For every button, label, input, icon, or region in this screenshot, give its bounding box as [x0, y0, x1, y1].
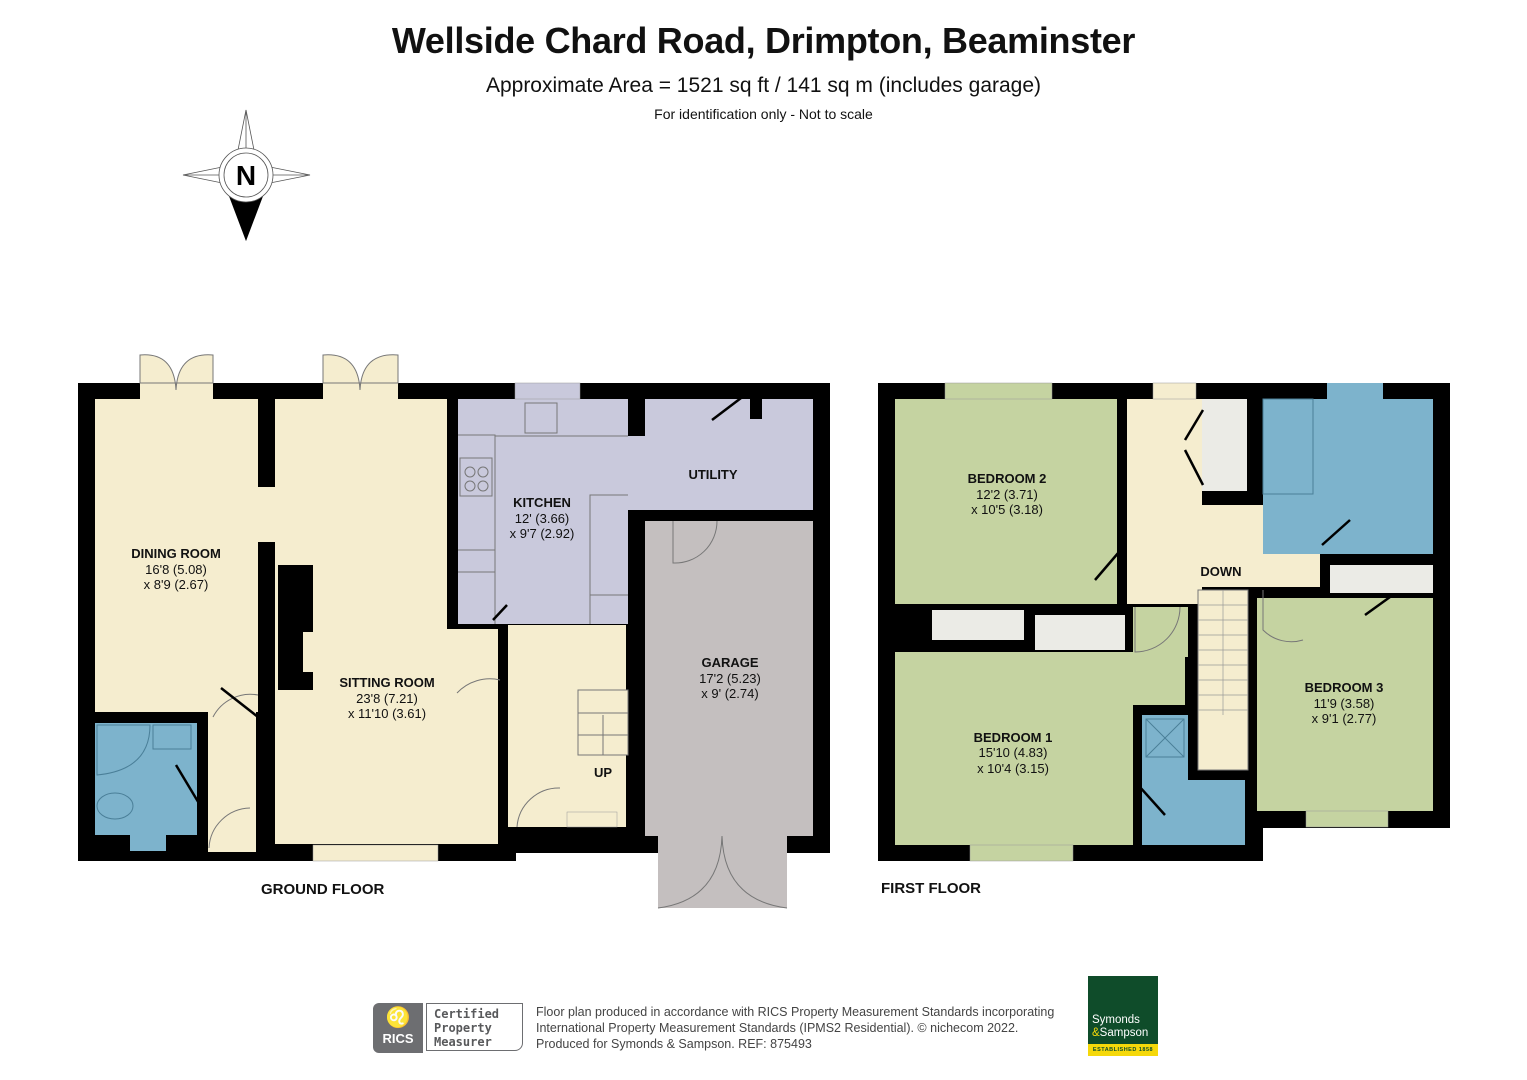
room-label-garage: GARAGE 17'2 (5.23) x 9' (2.74): [699, 655, 761, 701]
disclaimer-text: Floor plan produced in accordance with R…: [536, 1005, 1055, 1051]
svg-text:23'8 (7.21): 23'8 (7.21): [356, 691, 418, 706]
rics-certified-badge: ♌ RICS Certified Property Measurer: [373, 1003, 525, 1053]
svg-text:12'2 (3.71): 12'2 (3.71): [976, 487, 1038, 502]
wardrobe: [1330, 565, 1433, 593]
first-floor-plan: BEDROOM 2 12'2 (3.71) x 10'5 (3.18) BEDR…: [878, 382, 1450, 862]
stairs-up-label: UP: [594, 765, 612, 780]
lion-icon: ♌: [385, 1007, 411, 1029]
svg-text:x 10'5 (3.18): x 10'5 (3.18): [971, 502, 1043, 517]
garage: [645, 521, 813, 836]
ground-floor-wc: [95, 723, 197, 835]
side-hall: [208, 712, 256, 852]
first-floor-label: FIRST FLOOR: [881, 880, 981, 897]
svg-text:N: N: [236, 160, 256, 191]
room-label-utility: UTILITY: [688, 467, 737, 482]
wardrobe: [932, 610, 1024, 640]
svg-text:15'10 (4.83): 15'10 (4.83): [979, 745, 1048, 760]
svg-text:x 11'10 (3.61): x 11'10 (3.61): [348, 706, 426, 721]
svg-text:x 9' (2.74): x 9' (2.74): [701, 686, 758, 701]
wardrobe: [1035, 615, 1125, 650]
rics-logo: ♌ RICS: [373, 1003, 423, 1053]
bedroom-2: [895, 399, 1117, 604]
svg-text:x 10'4 (3.15): x 10'4 (3.15): [977, 761, 1049, 776]
svg-text:BEDROOM 2: BEDROOM 2: [968, 471, 1047, 486]
svg-text:16'8 (5.08): 16'8 (5.08): [145, 562, 207, 577]
symonds-sampson-logo: Symonds &Sampson ESTABLISHED 1858: [1088, 976, 1158, 1056]
svg-text:DINING ROOM: DINING ROOM: [131, 546, 221, 561]
approximate-area: Approximate Area = 1521 sq ft / 141 sq m…: [485, 74, 1042, 97]
svg-text:BEDROOM 3: BEDROOM 3: [1305, 680, 1384, 695]
svg-text:12' (3.66): 12' (3.66): [515, 511, 570, 526]
svg-text:UTILITY: UTILITY: [688, 467, 737, 482]
svg-text:x 9'7 (2.92): x 9'7 (2.92): [510, 526, 575, 541]
svg-text:x 8'9 (2.67): x 8'9 (2.67): [144, 577, 209, 592]
identification-note: For identification only - Not to scale: [654, 106, 873, 122]
svg-text:SITTING ROOM: SITTING ROOM: [339, 675, 434, 690]
room-label-dining-room: DINING ROOM 16'8 (5.08) x 8'9 (2.67): [131, 546, 221, 592]
bedroom-3: [1257, 598, 1433, 811]
en-suite: [1142, 715, 1188, 845]
north-arrow-compass-icon: N: [182, 109, 311, 242]
room-label-bedroom-3: BEDROOM 3 11'9 (3.58) x 9'1 (2.77): [1305, 680, 1384, 726]
svg-text:17'2 (5.23): 17'2 (5.23): [699, 671, 761, 686]
ground-floor-plan: DINING ROOM 16'8 (5.08) x 8'9 (2.67) SIT…: [78, 354, 830, 909]
svg-text:BEDROOM 1: BEDROOM 1: [974, 730, 1053, 745]
room-label-bedroom-1: BEDROOM 1 15'10 (4.83) x 10'4 (3.15): [974, 730, 1053, 776]
room-label-sitting-room: SITTING ROOM 23'8 (7.21) x 11'10 (3.61): [339, 675, 434, 721]
plan-title: Wellside Chard Road, Drimpton, Beaminste…: [391, 20, 1136, 61]
utility: [628, 436, 813, 510]
room-label-kitchen: KITCHEN 12' (3.66) x 9'7 (2.92): [510, 495, 575, 541]
ground-floor-label: GROUND FLOOR: [261, 881, 385, 898]
svg-text:x 9'1 (2.77): x 9'1 (2.77): [1312, 711, 1377, 726]
svg-text:KITCHEN: KITCHEN: [513, 495, 571, 510]
room-label-bedroom-2: BEDROOM 2 12'2 (3.71) x 10'5 (3.18): [968, 471, 1047, 517]
landing-cupboard: [1202, 399, 1247, 491]
dining-room: [95, 399, 258, 712]
svg-text:11'9 (3.58): 11'9 (3.58): [1314, 696, 1375, 711]
stairs-down-label: DOWN: [1200, 564, 1241, 579]
svg-text:GARAGE: GARAGE: [701, 655, 758, 670]
bathroom: [1263, 399, 1433, 554]
